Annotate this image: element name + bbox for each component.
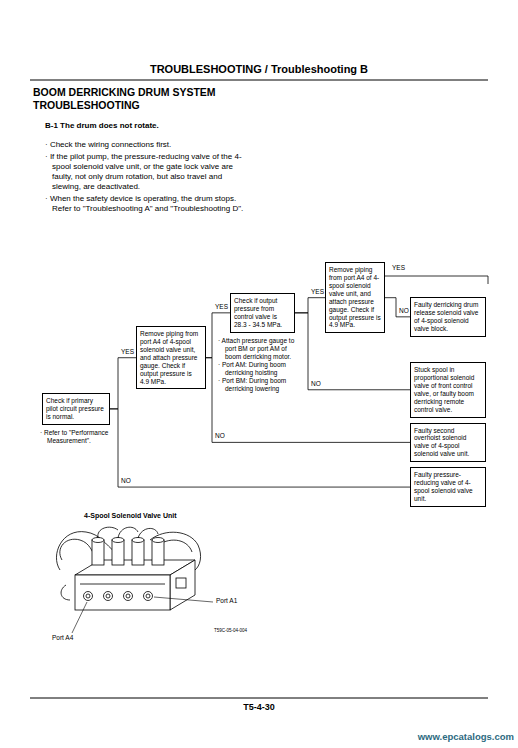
flow-connector	[295, 298, 325, 313]
solenoid-coils	[92, 538, 164, 566]
port-fittings	[84, 592, 153, 601]
side-note: · Port AM: During boom derricking hoisti…	[218, 361, 302, 377]
branch-label: YES	[310, 289, 325, 296]
box-text: Remove piping from port A4 of 4-spool so…	[329, 266, 381, 329]
page-number: T5-4-30	[0, 702, 518, 713]
box-text: Faulty derricking drum release solenoid …	[414, 301, 482, 333]
result-box: Faulty pressure-reducing valve of 4-spoo…	[410, 467, 486, 507]
box-text: Check if primary pilot circuit pressure …	[46, 397, 106, 421]
flow-connector	[110, 358, 136, 409]
check-box: Remove piping from port A4 of 4-spool so…	[136, 326, 206, 389]
leader-line	[72, 602, 87, 633]
watermark: www.epcatalogs.com	[380, 731, 514, 743]
side-note: · Refer to "Performance Measurement".	[40, 429, 114, 445]
branch-label: NO	[398, 308, 410, 315]
page-header: TROUBLESHOOTING / Troubleshooting B	[0, 63, 518, 77]
branch-label: NO	[214, 433, 226, 440]
box-text: Check if output pressure from control va…	[234, 297, 291, 329]
branch-label: NO	[310, 381, 322, 388]
result-box: Faulty second overhoist solenoid valve o…	[410, 423, 486, 463]
side-note: · Attach pressure gauge to port BM or po…	[218, 337, 302, 361]
footer-rule	[30, 698, 488, 699]
note-group: · Refer to "Performance Measurement".	[40, 429, 114, 445]
bullet-note: · When the safety device is operating, t…	[45, 194, 250, 214]
note-group: · Check the wiring connections first. · I…	[45, 140, 250, 216]
bullet-note: · If the pilot pump, the pressure-reduci…	[45, 152, 250, 192]
flow-connector	[110, 409, 410, 487]
section-title: BOOM DERRICKING DRUM SYSTEM TROUBLESHOOT…	[33, 86, 248, 112]
box-text: Stuck spool in proportional solenoid val…	[414, 366, 482, 414]
figure-title: 4-Spool Solenoid Valve Unit	[84, 512, 234, 521]
flow-connector	[385, 298, 410, 317]
part-label: Port A1	[216, 597, 256, 605]
leader-line	[154, 597, 213, 602]
side-note: · Port BM: During boom derricking loweri…	[218, 377, 302, 393]
note-group: · Attach pressure gauge to port BM or po…	[218, 337, 302, 394]
bullet-note: · Check the wiring connections first.	[45, 140, 250, 150]
result-box: Stuck spool in proportional solenoid val…	[410, 362, 486, 418]
valve-block-front	[75, 575, 170, 610]
problem-heading: B-1 The drum does not rotate.	[45, 121, 265, 131]
branch-label: YES	[120, 349, 135, 356]
box-text: Faulty second overhoist solenoid valve o…	[414, 427, 482, 459]
part-label: Port A4	[52, 634, 92, 642]
branch-label: NO	[120, 478, 132, 485]
branch-label: YES	[391, 265, 406, 272]
branch-stub	[385, 276, 488, 284]
valve-block-side	[170, 560, 195, 610]
valve-unit-illustration	[56, 527, 200, 610]
box-text: Remove piping from port A4 of 4-spool so…	[140, 330, 202, 385]
figure-code: T59C-05-04-004	[214, 628, 274, 634]
check-box: Remove piping from port A4 of 4-spool so…	[325, 262, 385, 333]
result-box: Faulty derricking drum release solenoid …	[410, 297, 486, 337]
box-text: Faulty pressure-reducing valve of 4-spoo…	[414, 471, 482, 503]
header-rule	[30, 80, 488, 81]
check-box: Check if output pressure from control va…	[230, 293, 295, 333]
branch-label: YES	[214, 304, 229, 311]
check-box: Check if primary pilot circuit pressure …	[42, 393, 110, 425]
